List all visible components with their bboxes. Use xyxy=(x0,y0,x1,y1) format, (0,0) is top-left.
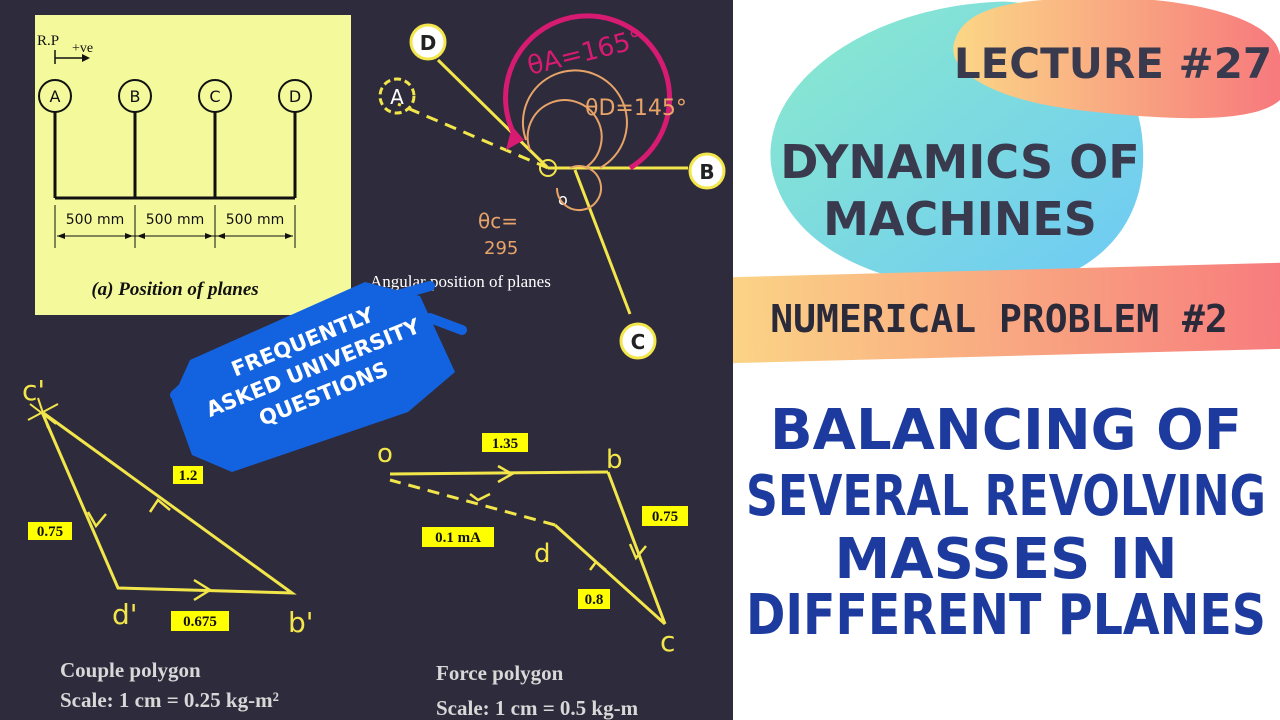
angular-label-c: C xyxy=(631,330,646,354)
topic-line-1: BALANCING OF xyxy=(770,398,1242,463)
angular-caption: Angular position of planes xyxy=(370,272,551,291)
couple-value-db: 0.675 xyxy=(183,614,217,630)
couple-value-cb: 1.2 xyxy=(179,468,198,484)
force-vertex-o: o xyxy=(377,439,393,469)
course-title-line-2: MACHINES xyxy=(823,192,1097,246)
reference-plane-label: R.P xyxy=(37,33,59,49)
lecture-label: LECTURE #27 xyxy=(954,39,1272,88)
plane-c-label: C xyxy=(209,87,220,106)
couple-polygon-title: Couple polygon xyxy=(60,658,201,682)
couple-polygon-scale: Scale: 1 cm = 0.25 kg-m² xyxy=(60,688,279,712)
theta-c-value: 295 xyxy=(484,238,518,259)
topic-line-3: MASSES IN xyxy=(835,527,1178,592)
positive-direction-label: +ve xyxy=(72,41,93,56)
force-value-ob: 1.35 xyxy=(492,436,518,452)
angular-label-b: B xyxy=(699,160,714,184)
couple-vertex-c: c' xyxy=(22,374,45,407)
title-panel: LECTURE #27 DYNAMICS OF MACHINES NUMERIC… xyxy=(733,0,1280,720)
center-label: o xyxy=(558,190,568,209)
title-graphics: LECTURE #27 DYNAMICS OF MACHINES NUMERIC… xyxy=(733,0,1280,648)
lecture-board: R.P +ve A B C D 500 mm 500 mm 500 mm (a)… xyxy=(0,0,733,720)
course-title-line-1: DYNAMICS OF xyxy=(780,135,1139,189)
spacing-ab: 500 mm xyxy=(66,212,124,228)
spacing-cd: 500 mm xyxy=(226,212,284,228)
couple-vertex-d: d' xyxy=(112,598,137,631)
couple-value-cd: 0.75 xyxy=(37,524,63,540)
topic-line-4: DIFFERENT PLANES xyxy=(746,583,1266,648)
lecture-blob xyxy=(953,0,1280,119)
force-value-bc: 0.75 xyxy=(652,509,678,525)
force-value-cd: 0.8 xyxy=(585,592,604,608)
force-polygon-scale: Scale: 1 cm = 0.5 kg-m xyxy=(436,696,639,720)
theta-c-label: θc= xyxy=(478,209,518,233)
force-polygon-title: Force polygon xyxy=(436,661,564,685)
faq-banner: FREQUENTLY ASKED UNIVERSITY QUESTIONS xyxy=(170,281,467,472)
force-vertex-d: d xyxy=(534,539,551,569)
couple-vertex-b: b' xyxy=(288,606,313,639)
theta-a-label: θA=165° xyxy=(524,24,646,82)
force-vertex-c: c xyxy=(660,625,675,658)
force-value-do: 0.1 mA xyxy=(435,530,481,546)
spacing-bc: 500 mm xyxy=(146,212,204,228)
topic-line-2: SEVERAL REVOLVING xyxy=(746,464,1266,529)
board-drawing: R.P +ve A B C D 500 mm 500 mm 500 mm (a)… xyxy=(22,13,726,720)
angular-label-d: D xyxy=(420,31,437,55)
plane-b-label: B xyxy=(130,87,141,106)
angular-position-diagram: o D A B C θA=165° θD=145° θc= 295 Angula… xyxy=(370,13,726,360)
theta-d-label: θD=145° xyxy=(585,96,687,121)
plane-a-label: A xyxy=(50,87,61,106)
planes-caption: (a) Position of planes xyxy=(91,279,258,300)
force-vertex-b: b xyxy=(606,445,623,475)
force-polygon: o b c d 1.35 0.75 0.8 0.1 mA Force polyg… xyxy=(377,433,688,720)
planes-panel: R.P +ve A B C D 500 mm 500 mm 500 mm (a)… xyxy=(35,15,351,315)
couple-polygon: c' d' b' 1.2 0.75 0.675 Couple polygon S… xyxy=(22,374,313,712)
problem-ribbon xyxy=(733,262,1280,364)
angular-label-a: A xyxy=(390,85,404,109)
problem-label: NUMERICAL PROBLEM #2 xyxy=(770,297,1228,341)
plane-d-label: D xyxy=(289,87,301,106)
